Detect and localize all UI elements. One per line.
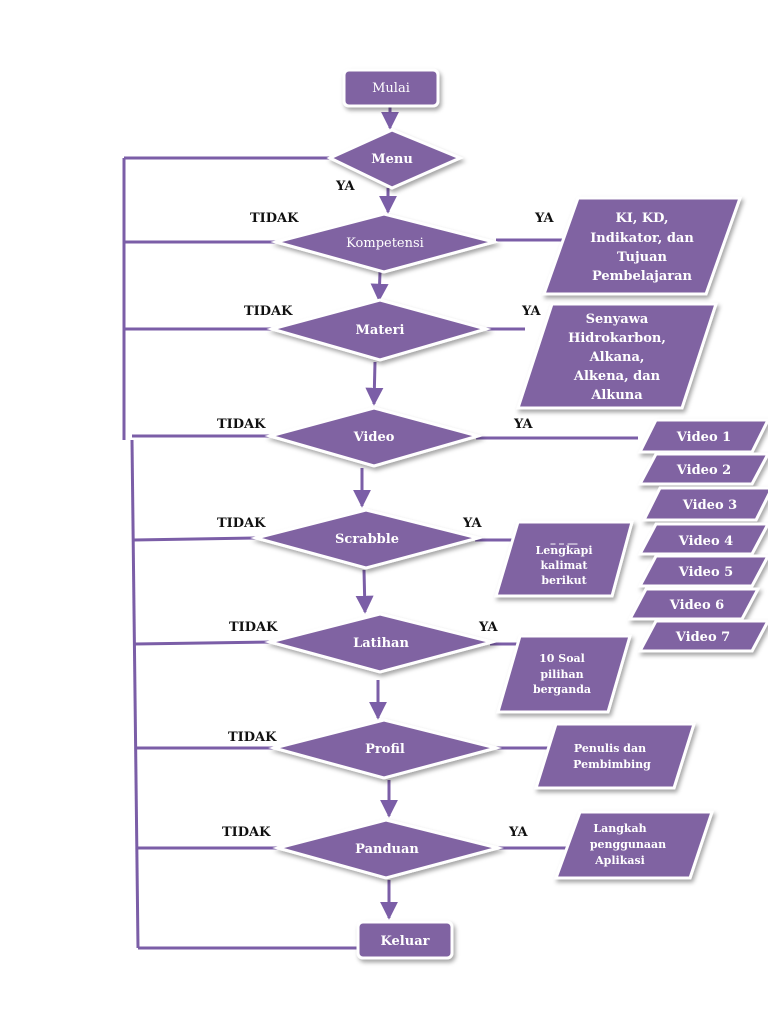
decision-materi: Materi [266,298,492,362]
output-materi-line-4: Alkena, dan [573,369,661,384]
branch-labels: YA TIDAK YA TIDAK YA TIDAK YA TIDAK YA T… [217,179,554,840]
label-ya-menu: YA [335,179,355,194]
video-box-2: Video 2 [637,452,768,486]
decision-panduan: Panduan [272,818,504,880]
label-ya-video: YA [513,417,533,432]
video-box-6: Video 6 [627,587,761,621]
video-box-1: Video 1 [637,418,768,454]
video-3-label: Video 3 [682,498,737,513]
video-1-label: Video 1 [676,430,731,445]
output-scrabble-line-4: berikut [541,574,587,587]
output-materi-line-1: Senyawa [586,312,649,327]
decision-panduan-label: Panduan [355,842,419,857]
video-box-4: Video 4 [637,522,768,556]
video-4-label: Video 4 [678,534,733,549]
start-label: Mulai [372,81,410,96]
label-ya-latihan: YA [478,620,498,635]
end-label: Keluar [381,934,430,949]
decision-scrabble-label: Scrabble [335,532,399,547]
output-scrabble: _ _ __ Lengkapi kalimat berikut [493,520,634,598]
output-materi: Senyawa Hidrokarbon, Alkana, Alkena, dan… [515,302,719,410]
output-profil-line-1: Penulis dan [574,742,646,755]
output-panduan-line-1: Langkah [593,822,646,835]
output-scrabble-line-3: kalimat [541,559,589,572]
output-latihan-line-1: 10 Soal [539,652,585,665]
decision-video: Video [264,406,484,468]
decision-latihan: Latihan [264,612,498,674]
label-ya-panduan: YA [508,825,528,840]
output-videos: Video 1 Video 2 Video 3 Video 4 Video 5 … [627,418,768,653]
output-latihan-line-3: berganda [533,683,591,696]
output-materi-line-5: Alkuna [590,388,643,403]
output-profil: Penulis dan Pembimbing [533,722,697,790]
decision-scrabble: Scrabble [250,508,484,570]
start-terminal: Mulai [342,68,440,108]
decision-kompetensi-label: Kompetensi [346,236,424,251]
tidak-line-scrabble [133,536,259,542]
decision-menu-label: Menu [371,152,413,167]
decision-profil: Profil [268,718,502,780]
video-7-label: Video 7 [675,630,730,645]
output-latihan: 10 Soal pilihan berganda [496,634,632,714]
label-tidak-materi: TIDAK [244,304,293,319]
arrow-kompetensi-materi [370,271,389,302]
decision-materi-label: Materi [356,323,405,338]
output-panduan: Langkah penggunaan Aplikasi [553,810,715,880]
output-panduan-line-2: penggunaan [590,838,666,851]
output-kompetensi-line-2: Indikator, dan [590,231,694,246]
decision-menu: Menu [326,128,464,190]
output-latihan-line-2: pilihan [540,668,583,681]
video-box-7: Video 7 [637,619,768,653]
label-tidak-kompetensi: TIDAK [250,211,299,226]
arrow-materi-video [365,361,384,406]
output-scrabble-line-2: Lengkapi [535,544,592,557]
output-kompetensi: KI, KD, Indikator, dan Tujuan Pembelajar… [541,196,743,296]
label-ya-kompetensi: YA [534,211,554,226]
output-materi-line-2: Hidrokarbon, [568,331,666,346]
end-terminal: Keluar [356,920,454,960]
label-tidak-profil: TIDAK [228,730,277,745]
decision-kompetensi: Kompetensi [270,212,500,274]
output-scrabble-line-1: _ _ __ [551,534,578,545]
video-box-5: Video 5 [637,554,768,588]
video-5-label: Video 5 [678,565,733,580]
output-panduan-line-3: Aplikasi [594,854,645,867]
connectors [122,106,638,950]
decision-video-label: Video [353,430,395,445]
label-ya-materi: YA [521,304,541,319]
label-tidak-panduan: TIDAK [222,825,271,840]
label-tidak-latihan: TIDAK [229,620,278,635]
output-profil-line-2: Pembimbing [573,758,651,771]
video-6-label: Video 6 [669,598,724,613]
tidak-line-latihan [134,640,273,646]
output-kompetensi-line-4: Pembelajaran [592,269,693,284]
video-2-label: Video 2 [676,463,731,478]
label-ya-scrabble: YA [462,516,482,531]
label-tidak-scrabble: TIDAK [217,516,266,531]
output-kompetensi-line-3: Tujuan [617,250,668,265]
return-bus-lower [130,439,140,949]
decision-profil-label: Profil [365,742,405,757]
arrow-scrabble-latihan [355,569,374,614]
output-kompetensi-line-1: KI, KD, [615,211,668,226]
label-tidak-video: TIDAK [217,417,266,432]
video-box-3: Video 3 [641,486,768,522]
output-materi-line-3: Alkana, [589,350,645,365]
decision-latihan-label: Latihan [353,636,409,651]
